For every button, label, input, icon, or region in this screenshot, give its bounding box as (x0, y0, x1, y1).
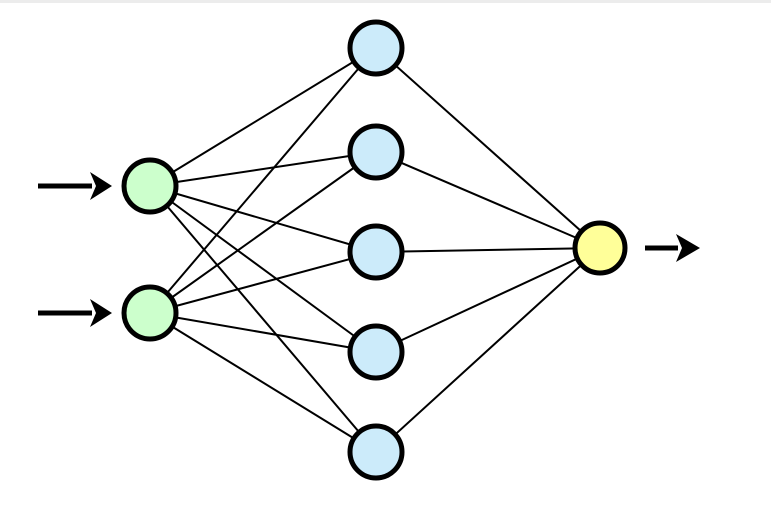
edge-h3-to-o1 (375, 247, 601, 253)
edge-i2-to-h3 (149, 251, 377, 314)
output-arrow (645, 234, 700, 262)
input-arrow-bottom (38, 299, 112, 327)
edge-i2-to-h4 (149, 312, 377, 353)
node-h5[interactable] (347, 423, 405, 481)
nodes-group (121, 19, 628, 481)
edge-i2-to-h1 (149, 47, 377, 314)
edges-group (149, 47, 601, 453)
node-i1[interactable] (121, 157, 179, 215)
node-o1[interactable] (572, 220, 628, 276)
edge-h1-to-o1 (375, 47, 601, 249)
node-i2[interactable] (121, 284, 179, 342)
edge-i1-to-h5 (149, 185, 377, 453)
edge-h5-to-o1 (375, 247, 601, 453)
input-arrow-top (38, 172, 112, 200)
node-h2[interactable] (347, 123, 405, 181)
node-h3[interactable] (347, 223, 405, 281)
edge-h4-to-o1 (375, 247, 601, 353)
edge-h2-to-o1 (375, 151, 601, 249)
input-arrow-top-head-icon (90, 172, 112, 200)
node-h1[interactable] (347, 19, 405, 77)
edge-i1-to-h3 (149, 185, 377, 253)
edge-i1-to-h1 (149, 47, 377, 187)
output-layer (572, 220, 628, 276)
hidden-layer (347, 19, 405, 481)
edge-i1-to-h2 (149, 151, 377, 187)
edge-i2-to-h2 (149, 151, 377, 314)
arrows-group (38, 172, 700, 327)
output-arrow-head-icon (676, 234, 700, 262)
top-edge-band (0, 0, 771, 3)
edge-i2-to-h5 (149, 312, 377, 453)
input-arrow-bottom-head-icon (90, 299, 112, 327)
input-layer (121, 157, 179, 342)
node-h4[interactable] (347, 323, 405, 381)
edge-i1-to-h4 (149, 185, 377, 353)
